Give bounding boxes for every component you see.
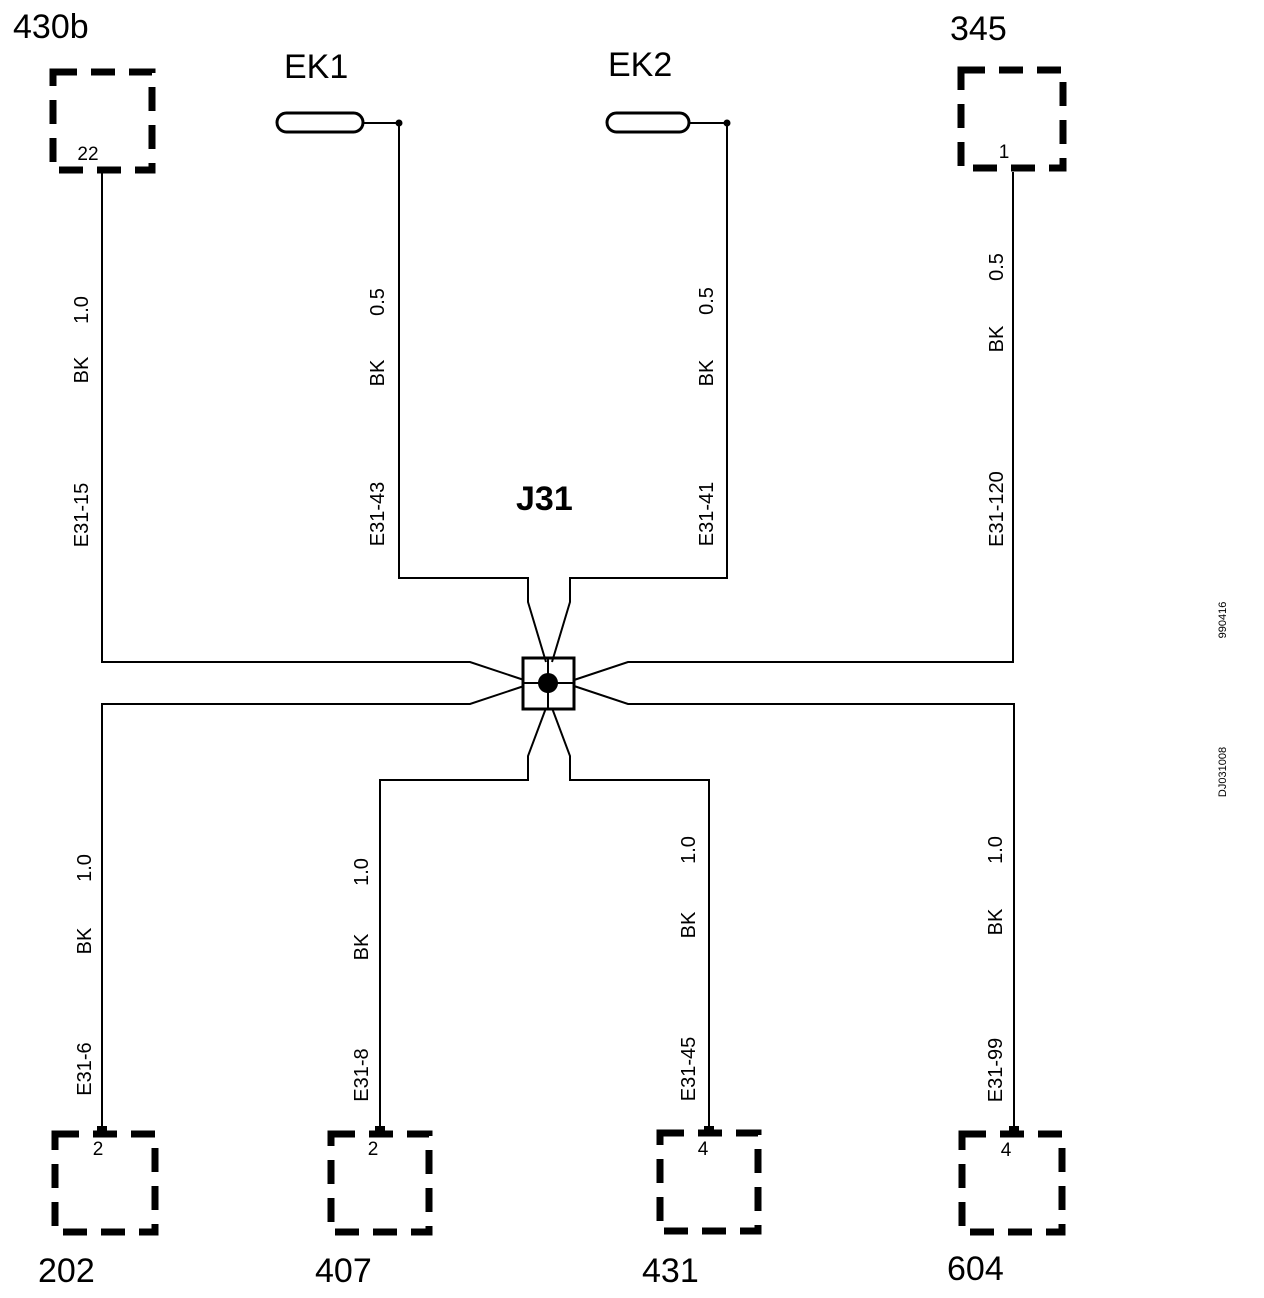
connector-pin: 2: [368, 1139, 379, 1160]
wire-labels: 1.0 BK E31-15 0.5 BK E31-43 0.5 BK E31-4…: [71, 253, 1008, 1102]
side-code-document-id: DJ031008: [1217, 747, 1229, 797]
wire-size: 1.0: [985, 836, 1007, 864]
wire-code: E31-6: [74, 1042, 96, 1095]
wire-label-e31-120: 0.5 BK E31-120: [986, 253, 1008, 547]
ek1-label: EK1: [284, 48, 348, 86]
wire-code: E31-8: [351, 1048, 373, 1101]
wire-size: 1.0: [678, 836, 700, 864]
wire-code: E31-15: [71, 483, 93, 548]
wire-202-j31: [101, 685, 525, 1130]
splice-j31: J31: [516, 480, 576, 711]
ground-terminal-ek1: EK1: [275, 48, 403, 134]
connector-id: 430b: [13, 8, 89, 46]
connector-id: 202: [38, 1252, 95, 1290]
wire-430b-j31: [101, 172, 525, 681]
wire-color: BK: [986, 325, 1008, 352]
wire-color: BK: [985, 908, 1007, 935]
wire-code: E31-41: [696, 482, 718, 547]
connector-407: 407 2: [315, 1130, 433, 1290]
connector-pin: 1: [999, 142, 1010, 163]
connector-202: 202 2: [38, 1130, 159, 1290]
ground-terminal-ek2: EK2: [605, 46, 731, 134]
side-code-date: 990416: [1217, 602, 1229, 639]
wire-code: E31-45: [678, 1037, 700, 1102]
pin-dot-604: [1009, 1126, 1019, 1134]
wire-color: BK: [351, 933, 373, 960]
wires: [101, 123, 1015, 1130]
ek1-junction-dot: [395, 119, 403, 127]
wire-label-e31-15: 1.0 BK E31-15: [71, 296, 93, 547]
connector-box: [51, 1130, 159, 1236]
connector-box: [656, 1129, 762, 1235]
wire-size: 1.0: [71, 296, 93, 324]
connector-pin: 4: [698, 1139, 709, 1160]
connector-id: 431: [642, 1252, 699, 1290]
connector-345: 345 1: [950, 10, 1067, 172]
wire-color: BK: [74, 927, 96, 954]
wire-label-e31-99: 1.0 BK E31-99: [985, 836, 1007, 1102]
wire-604-j31: [573, 685, 1015, 1130]
connector-box: [957, 66, 1067, 172]
connector-431: 431 4: [642, 1129, 762, 1290]
pin-dot-407: [375, 1126, 385, 1134]
wire-ek1-j31: [398, 123, 547, 663]
wire-code: E31-43: [367, 482, 389, 547]
ek1-terminal-icon: [275, 111, 365, 134]
splice-label: J31: [516, 480, 573, 518]
ek2-label: EK2: [608, 46, 672, 84]
wire-label-e31-41: 0.5 BK E31-41: [696, 287, 718, 546]
wire-color: BK: [696, 359, 718, 386]
wire-size: 0.5: [986, 253, 1008, 281]
wire-label-e31-43: 0.5 BK E31-43: [367, 288, 389, 546]
wire-color: BK: [678, 911, 700, 938]
splice-dot: [538, 673, 558, 693]
wire-label-e31-8: 1.0 BK E31-8: [351, 858, 373, 1102]
wire-size: 0.5: [367, 288, 389, 316]
connector-pin: 2: [93, 1139, 104, 1160]
wire-407-j31: [379, 707, 547, 1130]
connector-pin: 22: [77, 144, 98, 165]
wire-color: BK: [367, 359, 389, 386]
connector-box: [958, 1130, 1066, 1236]
wire-size: 1.0: [74, 854, 96, 882]
wire-code: E31-120: [986, 471, 1008, 547]
wire-size: 1.0: [351, 858, 373, 886]
side-codes: 990416 DJ031008: [1217, 602, 1229, 797]
pin-dot-202: [97, 1126, 107, 1134]
connector-pin: 4: [1001, 1140, 1012, 1161]
wire-code: E31-99: [985, 1038, 1007, 1103]
ek2-terminal-icon: [605, 111, 691, 134]
connector-box: [49, 68, 156, 174]
wire-431-j31: [551, 707, 710, 1130]
wire-label-e31-6: 1.0 BK E31-6: [74, 854, 96, 1096]
wire-color: BK: [71, 356, 93, 383]
connector-id: 345: [950, 10, 1007, 48]
connector-430b: 430b 22: [13, 8, 156, 174]
connector-id: 407: [315, 1252, 372, 1290]
connector-604: 604 4: [947, 1130, 1066, 1288]
connector-box: [327, 1130, 433, 1236]
wire-345-j31: [573, 172, 1014, 681]
wire-size: 0.5: [696, 287, 718, 315]
connector-id: 604: [947, 1250, 1004, 1288]
wire-ek2-j31: [551, 123, 728, 663]
wire-label-e31-45: 1.0 BK E31-45: [678, 836, 700, 1101]
connector-pin-dots: [97, 1126, 1019, 1134]
ek2-junction-dot: [723, 119, 731, 127]
pin-dot-431: [704, 1126, 714, 1134]
